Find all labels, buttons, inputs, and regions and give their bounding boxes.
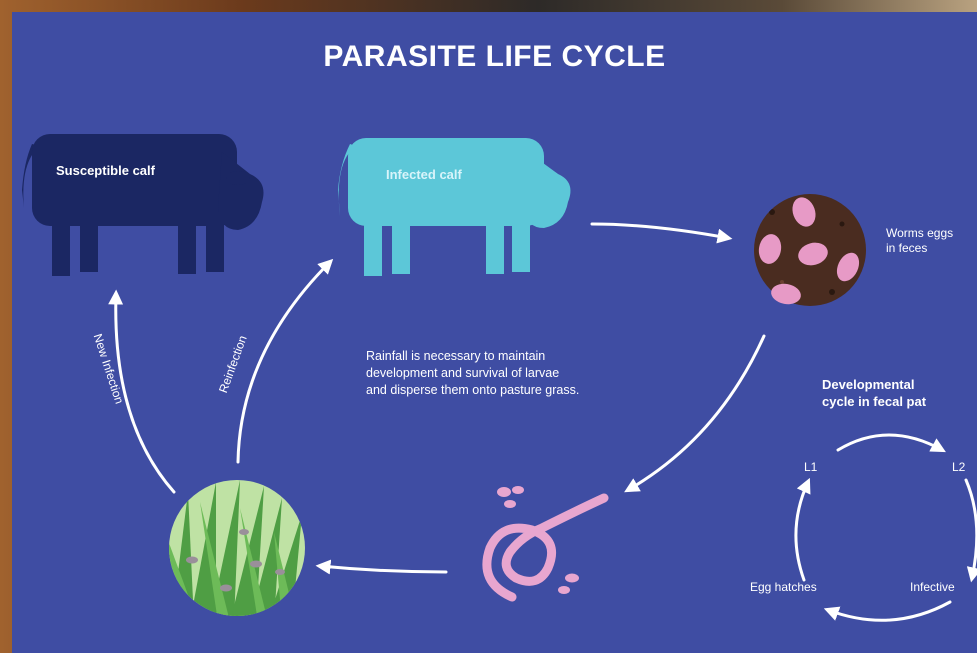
l1-label: L1 — [804, 460, 817, 475]
larva-worm-icon — [487, 498, 604, 597]
arrow-infective-to-egg-hatches — [828, 602, 950, 620]
worm-eggs-label: Worms eggs in feces — [886, 226, 953, 256]
arrow-grass-to-infected — [238, 262, 330, 462]
pasture-grass-icon — [162, 480, 305, 622]
egg-hatches-label: Egg hatches — [750, 580, 817, 595]
infected-calf-icon — [338, 138, 570, 276]
diagram-artwork — [12, 12, 977, 653]
rainfall-note: Rainfall is necessary to maintain develo… — [366, 348, 579, 399]
arrow-l2-to-infective — [966, 480, 977, 578]
diagram-title: PARASITE LIFE CYCLE — [12, 40, 977, 74]
arrow-feces-to-larva — [628, 336, 764, 490]
susceptible-calf-icon — [22, 134, 264, 276]
infective-label: Infective — [910, 580, 955, 595]
susceptible-calf-label: Susceptible calf — [56, 162, 155, 179]
diagram-panel: PARASITE LIFE CYCLE Susceptible calf Inf… — [12, 12, 977, 653]
arrow-l1-to-l2 — [838, 435, 942, 450]
arrow-grass-to-susceptible — [116, 294, 174, 492]
feces-with-eggs-icon — [754, 194, 866, 306]
infected-calf-label: Infected calf — [386, 166, 462, 183]
arrow-egg-hatches-to-l1 — [796, 482, 808, 580]
arrow-larva-to-grass — [320, 566, 446, 572]
l2-label: L2 — [952, 460, 965, 475]
developmental-cycle-title: Developmental cycle in fecal pat — [822, 376, 926, 410]
arrow-infected-to-feces — [592, 224, 728, 238]
